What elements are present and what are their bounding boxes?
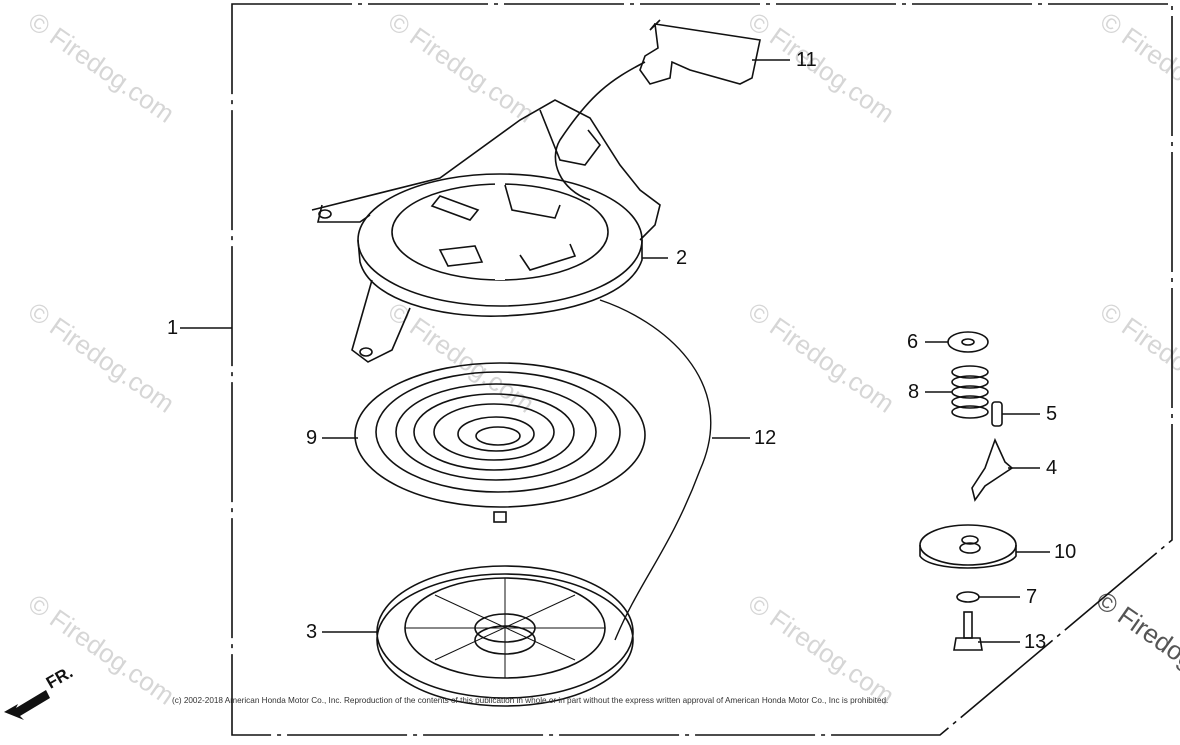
callout-2: 2: [676, 247, 688, 269]
front-arrow-icon: [4, 690, 50, 720]
washer-drawing: [947, 331, 989, 353]
friction-plate-drawing: [919, 524, 1017, 569]
t-grip-drawing: [554, 19, 761, 641]
callout-1: 1: [167, 317, 179, 339]
starter-case-drawing: [311, 99, 661, 363]
callout-8: 8: [908, 381, 920, 403]
callout-3: 3: [306, 621, 318, 643]
callout-7: 7: [1026, 586, 1038, 608]
callout-9: 9: [306, 427, 318, 449]
copyright-notice: (c) 2002-2018 American Honda Motor Co., …: [172, 696, 889, 705]
callout-12: 12: [754, 427, 777, 449]
reel-drawing: [376, 565, 634, 707]
bolt-drawing: [953, 611, 983, 651]
frame-border: [231, 3, 1173, 736]
ratchet-drawing: [971, 437, 1014, 502]
small-spring-drawing: [951, 365, 989, 419]
callout-6: 6: [907, 331, 919, 353]
callout-13: 13: [1024, 631, 1047, 653]
spring-drawing: [354, 362, 646, 523]
callout-10: 10: [1054, 541, 1077, 563]
small-washer-drawing: [956, 591, 980, 603]
callout-11: 11: [796, 49, 817, 71]
pin-drawing: [991, 401, 1003, 427]
callout-4: 4: [1046, 457, 1058, 479]
callout-5: 5: [1046, 403, 1058, 425]
